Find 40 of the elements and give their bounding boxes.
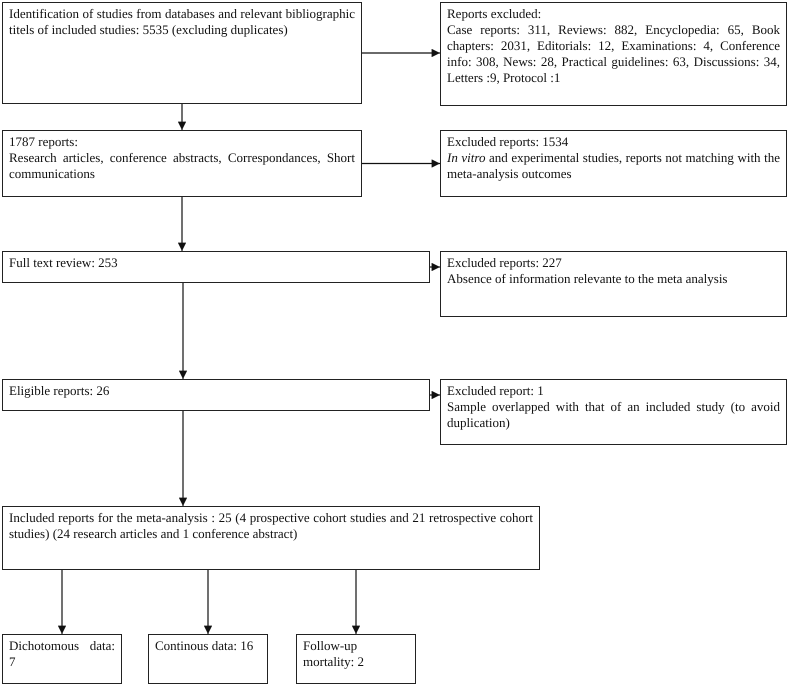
box-heading: Excluded reports: 227: [447, 255, 563, 271]
box-text: Included reports for the meta-analysis : 25 (4 prospective cohort studies and 21 retrospective cohort studies) (24 research articles and 1 conference abstract): [9, 510, 533, 542]
box-text: Case reports: 311, Reviews: 882, Encyclopedia: 65, Book chapters: 2031, Editorials: 12, Examinations: 4, Conference info: 308, News: 28, Practical guidelines: 63, Discussions: 34, Letters :9, Protocol :1: [447, 22, 780, 86]
box-heading: Reports excluded:: [447, 6, 542, 22]
box-heading: Excluded reports: 1534: [447, 134, 570, 150]
arrow: [178, 411, 188, 506]
arrow: [178, 197, 186, 251]
arrow: [362, 48, 440, 58]
arrow: [430, 390, 440, 400]
process-box: [2, 379, 430, 411]
box-text: Absence of information relevante to the meta analysis: [447, 271, 728, 287]
box-text: Sample overlapped with that of an included study (to avoid duplication): [447, 399, 780, 431]
arrow: [352, 570, 360, 634]
arrow: [178, 283, 188, 379]
box-text: Continous data: 16: [155, 638, 254, 654]
arrow: [430, 262, 440, 272]
arrow: [178, 104, 186, 130]
box-text: Identification of studies from databases and relevant bibliographic titels of included studies: 5535 (excluding duplicates): [9, 6, 355, 38]
process-box: [2, 2, 362, 104]
arrow: [204, 570, 212, 634]
process-box: [148, 634, 268, 684]
box-text: Follow-up mortality: 2: [303, 638, 366, 670]
process-box: [296, 634, 416, 684]
box-text: In vitro and experimental studies, reports not matching with the meta-analysis outcomes: [447, 150, 780, 182]
box-text: Research articles, conference abstracts, Correspondances, Short communications: [9, 150, 355, 182]
process-box: [2, 506, 540, 570]
arrow: [58, 570, 66, 634]
process-box: [440, 251, 787, 317]
box-heading: Excluded report: 1: [447, 383, 545, 399]
box-text: Dichotomous data: 7: [9, 638, 115, 670]
box-text: Eligible reports: 26: [9, 383, 110, 399]
arrow: [362, 159, 440, 168]
process-box: [440, 130, 787, 197]
process-box: [2, 130, 362, 197]
process-box: [440, 2, 787, 106]
process-box: [440, 379, 787, 445]
process-box: [2, 251, 430, 283]
process-box: [2, 634, 122, 684]
box-text: Full text review: 253: [9, 255, 119, 271]
box-heading: 1787 reports:: [9, 134, 79, 150]
